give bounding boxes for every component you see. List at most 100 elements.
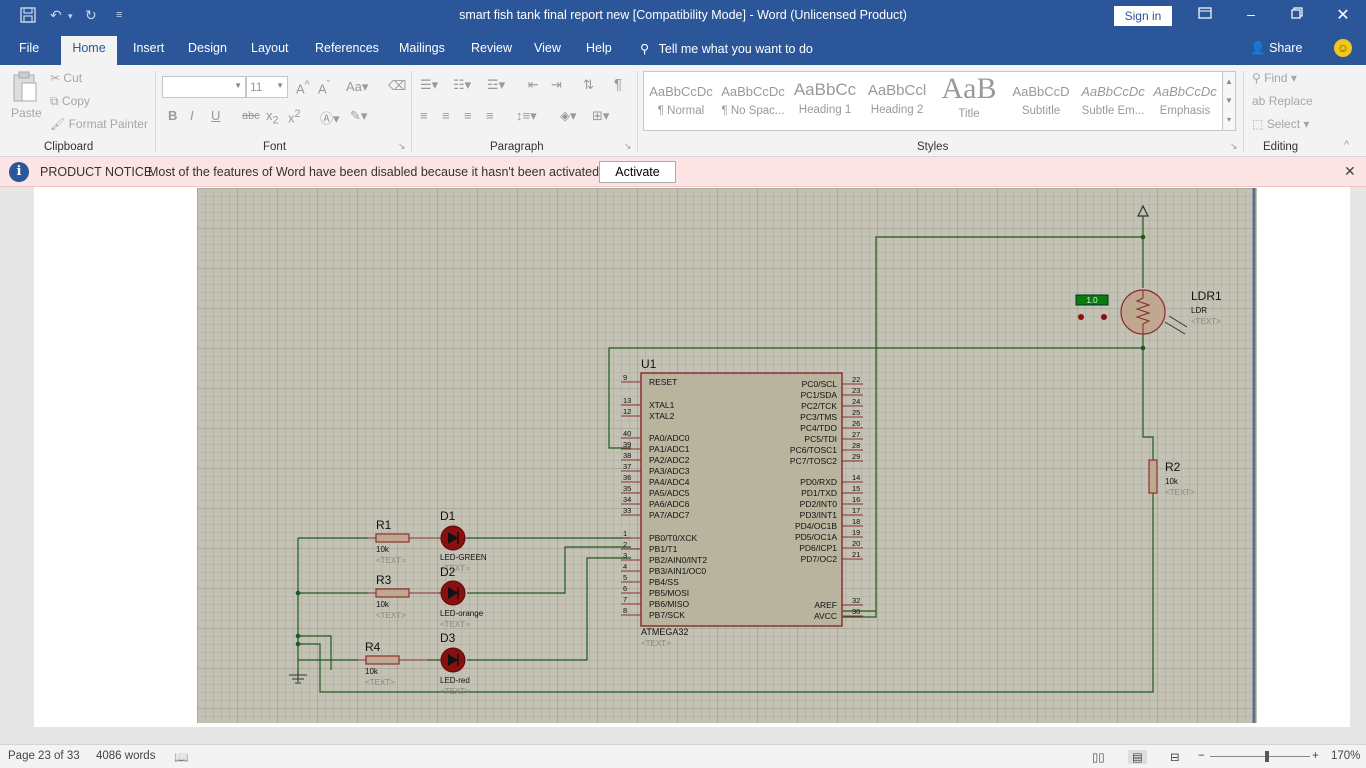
customize-quick-access-icon[interactable]: ≡ xyxy=(116,9,123,21)
dialog-launcher-icon[interactable]: ↘ xyxy=(624,141,632,151)
strikethrough-icon[interactable]: abc xyxy=(242,110,260,122)
mcu-pin-name: PB3/AIN1/OC0 xyxy=(649,566,706,576)
paste-button[interactable]: Paste xyxy=(11,106,42,120)
shading-icon[interactable]: ◈▾ xyxy=(560,108,577,123)
replace-button[interactable]: ab Replace xyxy=(1252,94,1313,108)
align-left-icon[interactable]: ≡ xyxy=(420,108,428,123)
tab-review[interactable]: Review xyxy=(471,41,512,55)
dialog-launcher-icon[interactable]: ↘ xyxy=(398,141,406,151)
bold-icon[interactable]: B xyxy=(168,108,178,123)
change-case-icon[interactable]: Aa▾ xyxy=(346,79,369,94)
zoom-level[interactable]: 170% xyxy=(1331,750,1361,762)
zoom-slider[interactable] xyxy=(1210,756,1310,757)
format-painter-button[interactable]: 🖌 Format Painter xyxy=(50,117,148,131)
highlight-icon[interactable]: ✎▾ xyxy=(350,108,368,123)
show-marks-icon[interactable]: ¶ xyxy=(614,76,623,93)
web-layout-icon[interactable]: ⊟ xyxy=(1170,752,1180,764)
sort-icon[interactable]: ⇅ xyxy=(583,77,594,92)
undo-icon[interactable]: ↶ xyxy=(50,7,62,23)
save-icon[interactable] xyxy=(20,7,36,26)
r4-value: 10k xyxy=(365,667,379,676)
leds: D1 LED-GREEN <TEXT> D2 LED-orange <TEXT>… xyxy=(439,509,487,696)
ribbon-display-options-icon[interactable] xyxy=(1195,6,1215,22)
close-icon[interactable]: ✕ xyxy=(1336,7,1350,24)
mcu-pin-number: 17 xyxy=(852,506,860,515)
share-button[interactable]: 👤 Share xyxy=(1250,41,1302,56)
bullets-icon[interactable]: ☰▾ xyxy=(420,77,439,92)
paste-icon[interactable] xyxy=(12,71,38,102)
tab-design[interactable]: Design xyxy=(188,41,227,55)
activate-button[interactable]: Activate xyxy=(599,161,676,183)
page-indicator[interactable]: Page 23 of 33 xyxy=(8,750,80,762)
proofing-icon[interactable]: 📖 xyxy=(174,752,189,764)
mcu-pin-name: AREF xyxy=(814,600,837,610)
style-name: Subtitle xyxy=(1021,105,1061,117)
style-no-spacing[interactable]: AaBbCcDc¶ No Spac... xyxy=(718,72,788,130)
close-icon[interactable]: ✕ xyxy=(1344,163,1356,179)
text-effects-icon[interactable]: Ⓐ▾ xyxy=(320,111,340,126)
tab-view[interactable]: View xyxy=(534,41,561,55)
r2-value: 10k xyxy=(1165,477,1179,486)
find-button[interactable]: ⚲ Find ▾ xyxy=(1252,71,1297,85)
tab-file[interactable]: File xyxy=(19,41,40,55)
mcu-pin-name: PB6/MISO xyxy=(649,599,690,609)
read-mode-icon[interactable]: ▯▯ xyxy=(1092,752,1105,764)
tab-insert[interactable]: Insert xyxy=(133,41,165,55)
collapse-ribbon-icon[interactable]: ^ xyxy=(1344,139,1350,151)
redo-icon[interactable]: ↻ xyxy=(85,7,97,23)
tab-home[interactable]: Home xyxy=(61,36,117,65)
borders-icon[interactable]: ⊞▾ xyxy=(592,108,610,123)
style-preview: AaBbCcDc xyxy=(1153,84,1217,99)
underline-icon[interactable]: U xyxy=(211,108,221,123)
zoom-out-icon[interactable]: − xyxy=(1198,750,1205,762)
grow-font-icon[interactable]: A^ xyxy=(296,79,310,97)
line-spacing-icon[interactable]: ↕≡▾ xyxy=(516,108,537,123)
zoom-slider-thumb[interactable] xyxy=(1265,751,1269,762)
clear-formatting-icon[interactable]: ⌫ xyxy=(388,78,407,93)
led-d3: D3 LED-red <TEXT> xyxy=(440,631,470,696)
tab-mailings[interactable]: Mailings xyxy=(399,41,445,55)
cut-button[interactable]: ✂ Cut xyxy=(50,71,82,85)
increase-indent-icon[interactable]: ⇥ xyxy=(551,77,562,92)
zoom-in-icon[interactable]: + xyxy=(1312,750,1319,762)
font-name-box[interactable]: ▼ xyxy=(162,76,246,98)
styles-scroll[interactable]: ▲▼▾ xyxy=(1222,71,1236,131)
multilevel-list-icon[interactable]: ☲▾ xyxy=(487,77,506,92)
style-normal[interactable]: AaBbCcDc¶ Normal xyxy=(646,72,716,130)
print-layout-icon[interactable]: ▤ xyxy=(1128,750,1147,764)
style-name: ¶ Normal xyxy=(657,105,705,117)
tab-help[interactable]: Help xyxy=(586,41,612,55)
restore-icon[interactable] xyxy=(1287,6,1307,22)
select-button[interactable]: ⬚ Select ▾ xyxy=(1252,117,1310,131)
dialog-launcher-icon[interactable]: ↘ xyxy=(1230,141,1238,151)
minimize-icon[interactable]: – xyxy=(1247,6,1255,22)
shrink-font-icon[interactable]: Aˇ xyxy=(318,79,331,97)
feedback-smiley-icon[interactable]: ☺ xyxy=(1334,39,1352,57)
tab-references[interactable]: References xyxy=(315,41,379,55)
align-right-icon[interactable]: ≡ xyxy=(464,108,472,123)
numbering-icon[interactable]: ☷▾ xyxy=(453,77,472,92)
decrease-indent-icon[interactable]: ⇤ xyxy=(528,77,539,92)
italic-icon[interactable]: I xyxy=(190,108,194,123)
superscript-icon[interactable]: x2 xyxy=(288,108,301,126)
word-count[interactable]: 4086 words xyxy=(96,750,156,762)
font-size-box[interactable]: 11▼ xyxy=(246,76,288,98)
tell-me-search[interactable]: ⚲ Tell me what you want to do xyxy=(640,41,813,56)
tab-layout[interactable]: Layout xyxy=(251,41,289,55)
chevron-down-icon[interactable]: ▾ xyxy=(68,11,73,21)
justify-icon[interactable]: ≡ xyxy=(486,108,494,123)
copy-icon: ⧉ xyxy=(50,94,59,108)
wires xyxy=(297,216,1154,693)
sign-in-button[interactable]: Sign in xyxy=(1114,6,1172,26)
subscript-icon[interactable]: x2 xyxy=(266,108,279,127)
align-center-icon[interactable]: ≡ xyxy=(442,108,450,123)
copy-button[interactable]: ⧉ Copy xyxy=(50,94,90,109)
